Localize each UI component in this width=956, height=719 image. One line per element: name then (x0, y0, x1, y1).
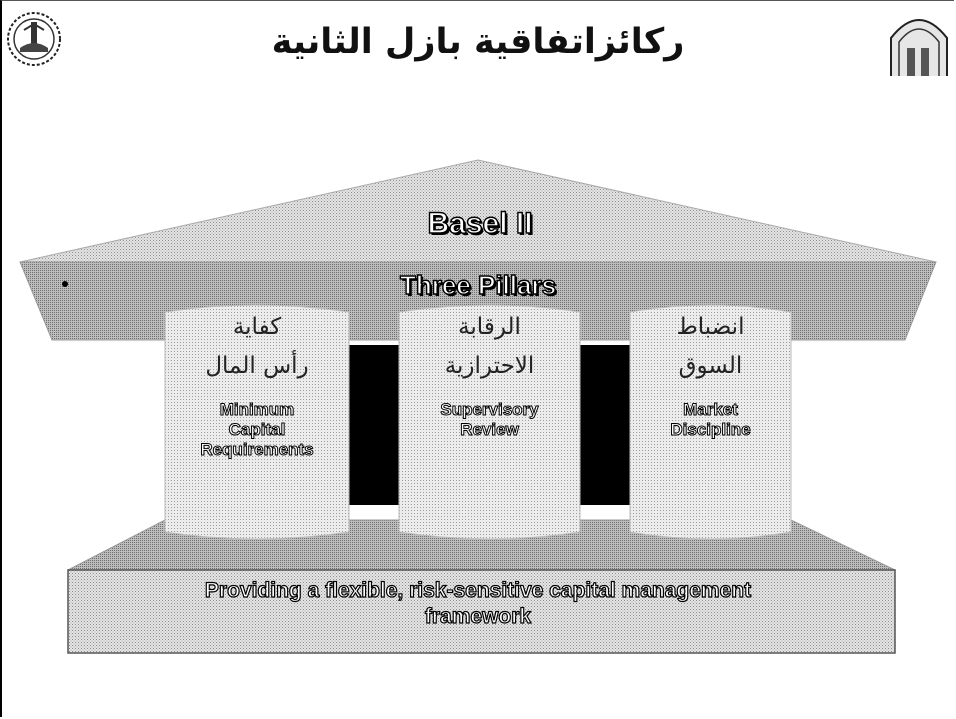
pillar-2-english-line1: Supervisory (440, 400, 539, 420)
pillar-center (398, 304, 581, 540)
arch-building-icon (890, 19, 948, 76)
roof-heading: Basel II (427, 206, 533, 240)
pillar-3-arabic: انضباط السوق (630, 308, 791, 386)
pillar-3-english-line2: Discipline (670, 420, 751, 440)
pillar-1-arabic-line1: كفاية (232, 314, 282, 340)
pillar-1-english: Minimum Capital Requirements (165, 400, 349, 460)
beam-label: Three Pillars (399, 269, 557, 300)
pillar-gap-right (580, 345, 630, 505)
pillar-2-arabic-line2: الاحترازية (444, 353, 535, 379)
pillar-1-english-line2: Capital (228, 420, 286, 440)
foundation-text: Providing a flexible, risk-sensitive cap… (68, 578, 888, 630)
pillar-2-arabic: الرقابة الاحترازية (399, 308, 580, 386)
foundation-line2: framework (424, 604, 532, 628)
pillar-gap-left (349, 345, 399, 505)
pillar-2-english-line2: Review (460, 420, 520, 440)
pillar-3-arabic-line1: انضباط (676, 314, 745, 340)
pillar-1-arabic: كفاية رأس المال (165, 308, 349, 386)
pillar-3-english-line1: Market (683, 400, 739, 420)
pillar-1-english-line3: Requirements (200, 440, 314, 460)
pillar-2-english: Supervisory Review (399, 400, 580, 440)
pillar-1-english-line1: Minimum (219, 400, 295, 420)
seal-emblem-icon (7, 12, 61, 66)
foundation-line1: Providing a flexible, risk-sensitive cap… (204, 578, 752, 602)
pillar-1-arabic-line2: رأس المال (205, 353, 309, 379)
pillar-3-arabic-line2: السوق (678, 353, 743, 379)
pillar-3-english: Market Discipline (630, 400, 791, 440)
slide-title: ركائزاتفاقية بازل الثانية (271, 22, 685, 62)
foundation-block (67, 569, 896, 654)
pillar-right (629, 304, 792, 540)
bullet-point (62, 281, 68, 287)
pillar-2-arabic-line1: الرقابة (458, 314, 521, 340)
pillar-left (164, 304, 350, 540)
